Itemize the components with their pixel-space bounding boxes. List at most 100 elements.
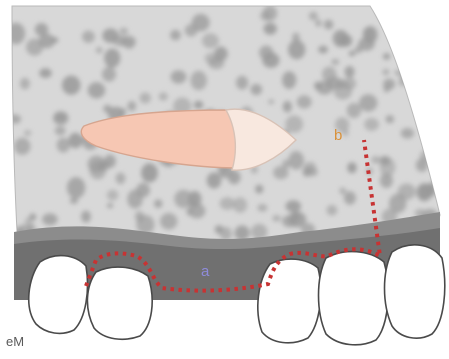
trabecular-spot <box>171 70 187 83</box>
trabecular-spot <box>116 173 126 185</box>
trabecular-spot <box>160 213 177 230</box>
trabecular-spot <box>35 23 48 36</box>
trabecular-spot <box>81 211 91 223</box>
trabecular-spot <box>383 53 391 60</box>
trabecular-spot <box>371 156 380 164</box>
trabecular-spot <box>349 51 356 57</box>
trabecular-spot <box>285 115 303 132</box>
trabecular-spot <box>233 197 247 212</box>
trabecular-spot <box>304 162 315 171</box>
trabecular-spot <box>291 212 300 222</box>
trabecular-spot <box>286 200 302 212</box>
trabecular-spot <box>202 33 219 48</box>
tooth-crown-5 <box>385 245 445 338</box>
trabecular-spot <box>422 57 431 67</box>
trabecular-spot <box>359 94 377 111</box>
trabecular-spot <box>96 47 103 53</box>
tooth-crown-1 <box>29 256 88 334</box>
trabecular-spot <box>322 67 337 82</box>
trabecular-spot <box>140 93 151 104</box>
trabecular-spot <box>24 130 32 136</box>
label-a: a <box>201 263 210 280</box>
trabecular-spot <box>262 53 279 68</box>
trabecular-spot <box>315 19 321 26</box>
trabecular-spot <box>135 211 144 222</box>
trabecular-spot <box>288 40 305 59</box>
trabecular-spot <box>268 99 274 104</box>
trabecular-spot <box>141 163 158 182</box>
trabecular-spot <box>159 92 168 100</box>
trabecular-spot <box>398 184 416 200</box>
trabecular-spot <box>6 23 25 45</box>
trabecular-spot <box>124 38 136 49</box>
trabecular-spot <box>264 23 277 35</box>
trabecular-spot <box>102 67 116 82</box>
trabecular-spot <box>272 215 280 221</box>
trabecular-spot <box>107 203 113 208</box>
trabecular-spot <box>107 190 118 201</box>
trabecular-spot <box>191 71 207 91</box>
trabecular-spot <box>380 158 396 177</box>
trabecular-spot <box>194 101 204 109</box>
trabecular-spot <box>42 213 58 225</box>
trabecular-spot <box>127 190 142 209</box>
trabecular-spot <box>386 115 395 123</box>
trabecular-spot <box>25 218 32 224</box>
trabecular-spot <box>170 30 181 41</box>
trabecular-spot <box>383 79 395 90</box>
trabecular-spot <box>383 69 390 75</box>
trabecular-spot <box>283 101 292 113</box>
trabecular-spot <box>250 84 262 95</box>
trabecular-spot <box>215 225 224 234</box>
trabecular-spot <box>185 24 198 36</box>
trabecular-spot <box>102 28 118 43</box>
trabecular-spot <box>297 95 312 108</box>
trabecular-spot <box>20 78 30 90</box>
trabecular-spot <box>331 59 339 65</box>
trabecular-spot <box>220 197 235 210</box>
trabecular-spot <box>420 151 432 163</box>
trabecular-spot <box>347 162 357 173</box>
trabecular-spot <box>327 205 338 216</box>
trabecular-spot <box>401 128 414 139</box>
trabecular-spot <box>324 20 334 30</box>
trabecular-spot <box>260 11 271 21</box>
trabecular-spot <box>273 166 288 179</box>
trabecular-spot <box>9 114 21 124</box>
trabecular-spot <box>205 53 221 65</box>
trabecular-spot <box>120 108 126 116</box>
trabecular-spot <box>428 182 438 190</box>
trabecular-spot <box>186 208 193 216</box>
trabecular-spot <box>339 188 346 195</box>
trabecular-spot <box>82 31 95 43</box>
trabecular-spot <box>39 68 52 78</box>
trabecular-spot <box>70 198 78 204</box>
tooth-crown-3 <box>258 259 321 343</box>
trabecular-spot <box>54 112 68 122</box>
trabecular-spot <box>154 199 162 208</box>
trabecular-spot <box>14 138 30 155</box>
trabecular-spot <box>337 79 347 89</box>
trabecular-spot <box>378 7 388 18</box>
trabecular-spot <box>404 53 418 67</box>
trabecular-spot <box>411 31 425 46</box>
trabecular-spot <box>399 78 406 87</box>
trabecular-spot <box>292 33 300 43</box>
trabecular-spot <box>104 49 120 68</box>
trabecular-spot <box>188 199 195 208</box>
trabecular-spot <box>255 185 263 194</box>
trabecular-spot <box>67 177 85 199</box>
tooth-crown-2 <box>87 267 152 339</box>
trabecular-spot <box>89 161 106 179</box>
tooth-crown-4 <box>319 252 389 345</box>
trabecular-spot <box>318 46 328 54</box>
label-b: b <box>334 127 342 144</box>
trabecular-spot <box>364 118 379 131</box>
trabecular-spot <box>68 133 82 149</box>
trabecular-spot <box>104 155 116 168</box>
trabecular-spot <box>363 26 377 43</box>
trabecular-spot <box>402 25 415 39</box>
trabecular-spot <box>288 151 304 170</box>
trabecular-spot <box>127 101 136 111</box>
